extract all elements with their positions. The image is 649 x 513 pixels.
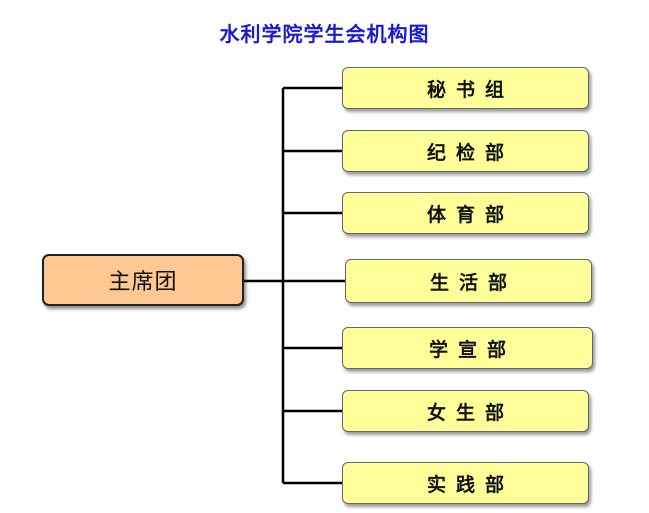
dept-node-sports: 体育部 — [342, 192, 589, 234]
dept-node-discipline: 纪检部 — [342, 130, 589, 172]
dept-node-secretariat: 秘书组 — [342, 67, 589, 109]
dept-node-life: 生活部 — [345, 259, 592, 303]
dept-node-practice: 实践部 — [342, 462, 589, 504]
diagram-title: 水利学院学生会机构图 — [219, 22, 430, 46]
dept-node-women: 女生部 — [342, 390, 589, 432]
presidium-node: 主席团 — [42, 254, 244, 306]
dept-node-publicity: 学宣部 — [342, 327, 593, 369]
